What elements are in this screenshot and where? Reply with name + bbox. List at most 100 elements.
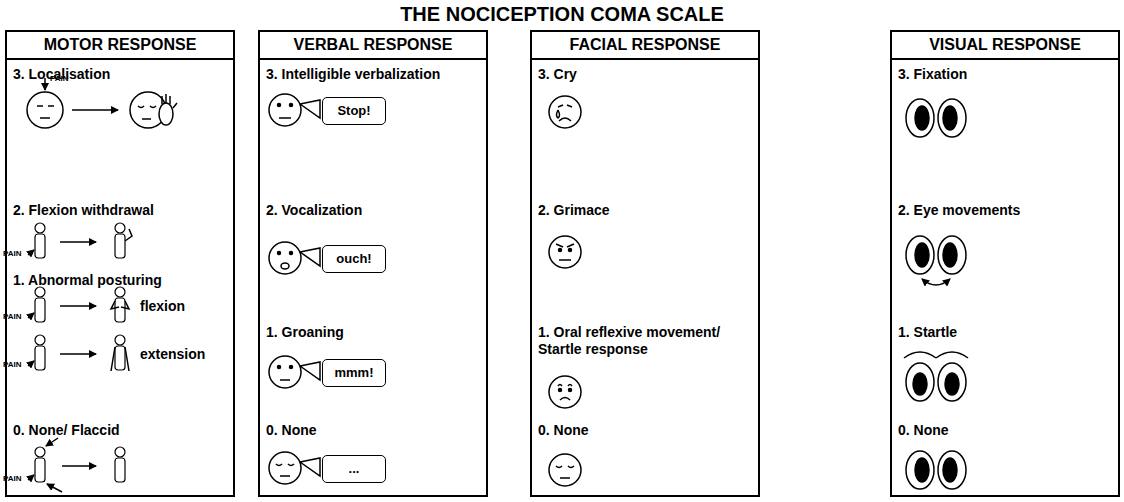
score-item: 0. None: [266, 422, 482, 439]
visual-eyes-stroke: [922, 279, 950, 285]
scale-panel: MOTOR RESPONSE3. Localisation2. Flexion …: [5, 30, 235, 497]
score-item: 0. None: [538, 422, 754, 439]
localisation-figure-stroke: [138, 106, 156, 119]
posture-label: flexion: [140, 298, 185, 314]
speech-text: ...: [323, 461, 385, 477]
posturing-figure-stroke: [60, 305, 96, 307]
pain-label: PAIN: [3, 312, 22, 321]
posture-label: extension: [140, 346, 205, 362]
panel-heading: VERBAL RESPONSE: [260, 32, 486, 60]
posturing-figure-stroke: [28, 313, 34, 318]
withdrawal-figure-stroke: [125, 229, 132, 241]
score-item: 1. Startle: [898, 324, 1114, 341]
panel-heading: VISUAL RESPONSE: [892, 32, 1118, 60]
scale-panel: VERBAL RESPONSE3. Intelligible verbaliza…: [258, 30, 488, 497]
facial-faces-stroke: [557, 105, 573, 121]
visual-eyes-stroke: [938, 236, 966, 274]
speech-bubble: ouch!: [322, 245, 386, 273]
visual-eyes-stroke: [938, 451, 966, 489]
visual-eyes-stroke: [915, 106, 929, 130]
posturing-figure-stroke: [115, 335, 125, 370]
posturing-figure-stroke: [111, 301, 129, 309]
facial-faces-stroke: [559, 249, 562, 252]
score-item: 0. None: [898, 422, 1114, 439]
withdrawal-figure: [28, 223, 132, 258]
score-item: 2. Vocalization: [266, 202, 482, 219]
verbal-faces-stroke: [300, 248, 320, 266]
flaccid-figure-stroke: [28, 475, 34, 480]
visual-eyes-stroke: [906, 236, 934, 274]
visual-eyes-stroke: [938, 99, 966, 137]
verbal-faces-stroke: [278, 252, 281, 255]
flaccid-figure-stroke: [62, 465, 96, 467]
score-item: 2. Flexion withdrawal: [13, 202, 229, 219]
score-item: 3. Cry: [538, 66, 754, 83]
score-item: 2. Eye movements: [898, 202, 1114, 219]
pain-label: PAIN: [3, 249, 22, 258]
visual-eyes-stroke: [906, 363, 934, 401]
posturing-figure: [28, 287, 129, 371]
flaccid-figure-stroke: [115, 447, 125, 482]
speech-text: mmm!: [323, 365, 385, 381]
speech-text: ouch!: [323, 251, 385, 267]
posturing-figure-stroke: [28, 361, 34, 366]
facial-faces-stroke: [549, 236, 581, 268]
speech-bubble: Stop!: [322, 97, 386, 125]
verbal-faces-stroke: [300, 458, 320, 476]
visual-eyes-stroke: [913, 373, 927, 395]
verbal-faces-stroke: [269, 356, 301, 388]
visual-eyes-stroke: [943, 458, 957, 482]
flaccid-figure-stroke: [47, 484, 62, 492]
verbal-faces-stroke: [290, 252, 293, 255]
pain-label: PAIN: [3, 360, 22, 369]
verbal-faces-stroke: [300, 100, 320, 118]
pain-label: PAIN: [3, 474, 22, 483]
flaccid-figure: [28, 438, 125, 492]
speech-text: Stop!: [323, 103, 385, 119]
facial-faces-stroke: [556, 466, 574, 478]
verbal-faces-stroke: [269, 94, 301, 126]
localisation-figure-stroke: [72, 109, 118, 111]
pain-label: PAIN: [50, 74, 69, 83]
visual-eyes-stroke: [943, 243, 957, 267]
visual-eyes-stroke: [945, 373, 959, 395]
localisation-figure-stroke: [27, 92, 63, 128]
score-item: 1. Groaning: [266, 324, 482, 341]
verbal-faces-stroke: [276, 464, 294, 476]
posturing-figure-stroke: [35, 287, 45, 322]
withdrawal-figure-stroke: [60, 241, 96, 243]
speech-bubble: ...: [322, 455, 386, 483]
verbal-faces-stroke: [290, 104, 293, 107]
score-item: 1. Abnormal posturing: [13, 272, 229, 289]
verbal-faces-stroke: [278, 104, 281, 107]
facial-faces-stroke: [559, 389, 562, 392]
posturing-figure-stroke: [60, 353, 96, 355]
localisation-figure-stroke: [159, 103, 173, 125]
verbal-faces-stroke: [269, 242, 301, 274]
scale-panel: FACIAL RESPONSE3. Cry2. Grimace1. Oral r…: [530, 30, 760, 497]
scale-panel: VISUAL RESPONSE 3. Fixation 2. Eye movemen…: [890, 30, 1120, 497]
visual-eyes-stroke: [906, 99, 934, 137]
verbal-faces-stroke: [269, 452, 301, 484]
score-item: 2. Grimace: [538, 202, 754, 219]
withdrawal-figure-stroke: [115, 223, 125, 258]
score-item: 3. Fixation: [898, 66, 1114, 83]
verbal-faces-stroke: [278, 366, 281, 369]
facial-faces-stroke: [549, 376, 581, 408]
speech-bubble: mmm!: [322, 359, 386, 387]
withdrawal-figure-stroke: [28, 250, 34, 255]
flaccid-figure-stroke: [35, 447, 45, 482]
localisation-figure-stroke: [162, 94, 177, 108]
verbal-faces-stroke: [300, 362, 320, 380]
visual-eyes-stroke: [943, 106, 957, 130]
facial-faces-stroke: [549, 96, 581, 128]
panel-heading: FACIAL RESPONSE: [532, 32, 758, 60]
posturing-figure-stroke: [111, 347, 129, 371]
verbal-faces-stroke: [290, 366, 293, 369]
visual-eyes-stroke: [915, 243, 929, 267]
flaccid-figure-stroke: [46, 438, 58, 446]
visual-eyes-stroke: [906, 451, 934, 489]
verbal-faces-stroke: [279, 117, 291, 119]
visual-eyes-stroke: [904, 352, 968, 358]
